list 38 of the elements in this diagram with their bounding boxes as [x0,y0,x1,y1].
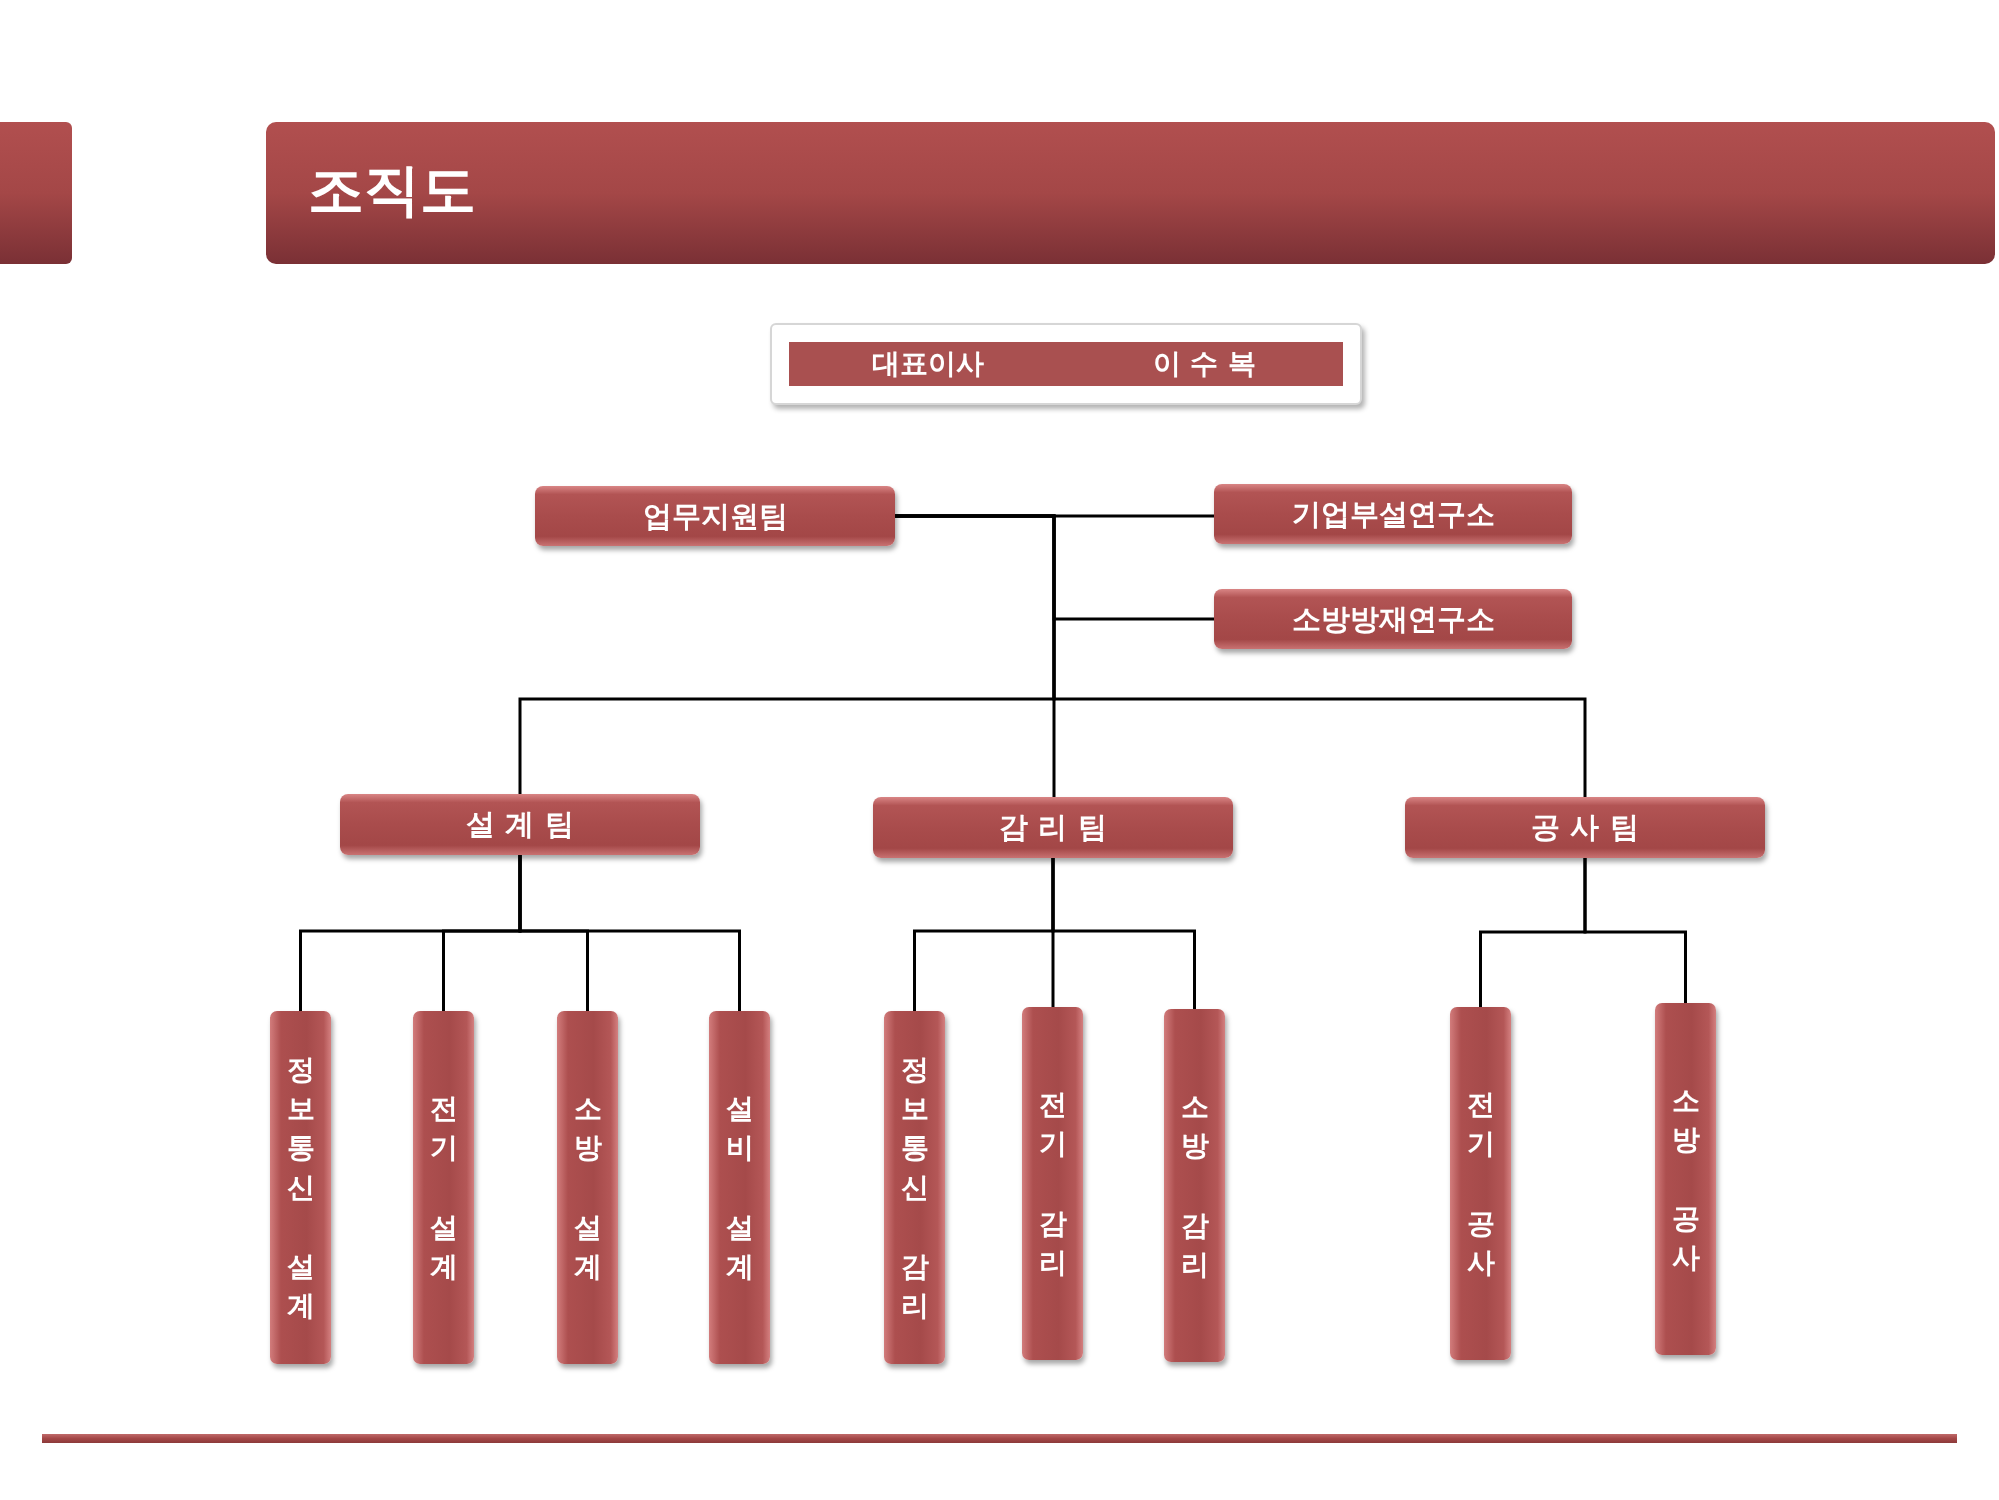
unit-column [413,1011,474,1364]
role-text: 대표이사 [871,350,984,378]
team-name: 공 사 팀 [1531,813,1639,842]
unit-name: 전기 공사 [1466,1087,1495,1281]
unit-column [709,1011,770,1364]
unit-name: 전기 감리 [1038,1087,1067,1281]
title-plate [770,323,1362,405]
unit-column [1022,1007,1083,1360]
connector-line [518,853,741,1013]
team-box [1214,589,1572,649]
connector-line [1051,856,1196,1011]
unit-name: 전기 설계 [429,1091,458,1285]
team-name: 감 리 팀 [999,813,1107,842]
unit-column [1655,1003,1716,1355]
page-title: 조직도 [308,162,476,224]
unit-name: 소방 설계 [573,1091,602,1285]
person-name: 이 수 복 [1152,350,1257,378]
team-name: 업무지원팀 [642,501,788,531]
team-box [535,486,895,546]
team-name: 설 계 팀 [466,810,574,839]
unit-column [557,1011,618,1364]
unit-column [884,1011,945,1364]
team-box [1214,484,1572,544]
connector-line [1583,856,1687,1005]
team-box [873,797,1233,858]
team-box [1405,797,1765,858]
unit-name: 정보통신 설계 [286,1051,315,1324]
team-name: 소방방재연구소 [1291,604,1495,634]
connector-line [893,514,1587,799]
unit-name: 설비 설계 [725,1091,754,1285]
unit-column [1450,1007,1511,1360]
unit-name: 소방 감리 [1180,1089,1209,1283]
unit-name: 정보통신 감리 [900,1051,929,1324]
team-name: 기업부설연구소 [1291,499,1495,529]
team-box [340,794,700,855]
unit-name: 소방 공사 [1671,1082,1700,1277]
unit-column [1164,1009,1225,1362]
unit-column [270,1011,331,1364]
